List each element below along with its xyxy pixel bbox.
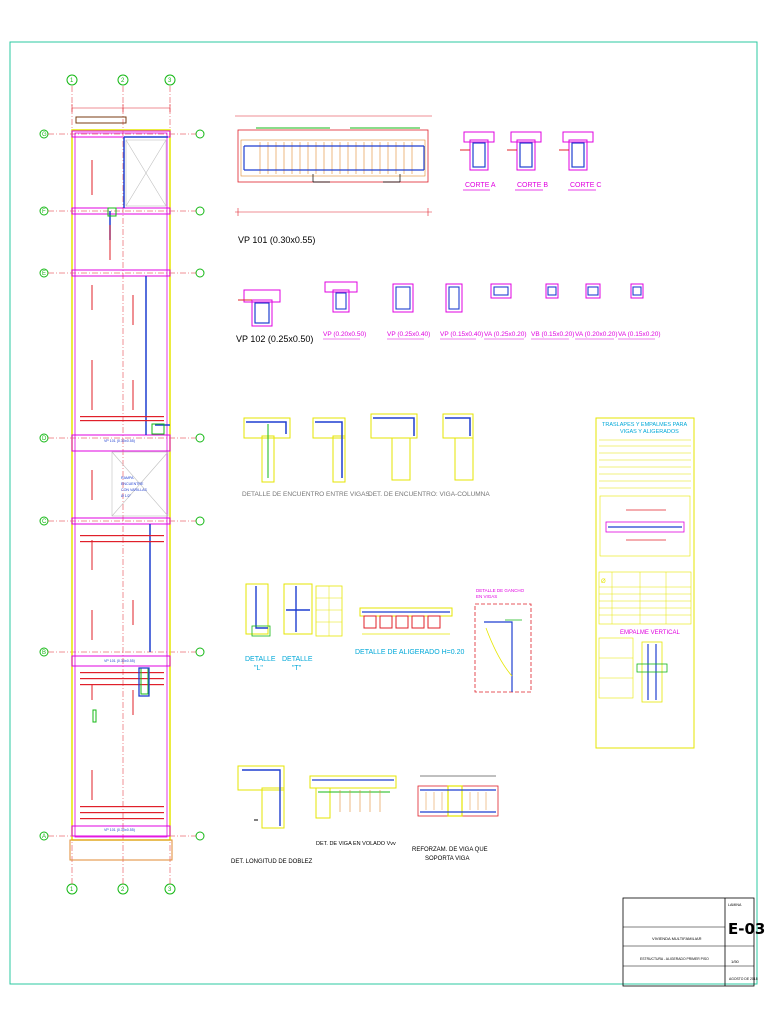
detail-reforzamiento (417, 775, 499, 817)
sheet-border (9, 41, 758, 985)
section-label-5: VB (0.15x0.20) (531, 331, 574, 338)
detail-volado (309, 775, 397, 819)
plan-columns (92, 207, 165, 723)
plan-rebar-red (91, 160, 134, 800)
axis-bubbles-bottom: 1 2 3 (66, 883, 176, 895)
corte-a-label: CORTE A (465, 182, 496, 189)
corte-c-label: CORTE C (570, 182, 601, 189)
plan-top-dimension (71, 104, 171, 112)
beam-tag-d: VP 101 (0.30x0.55) (104, 439, 135, 443)
axis-bubbles-top: 1 2 3 (66, 74, 176, 86)
axis-label-a: A (42, 834, 46, 840)
axis-label-2: 2 (121, 78, 125, 84)
vp101-title: VP 101 (0.30x0.55) (238, 235, 315, 245)
plan-note-line-1: RAMPA (121, 476, 134, 480)
section-label-7: VA (0.15x0.20) (618, 331, 661, 338)
plan-beam-tags: VP 101 (0.30x0.55) VP 101 (0.30x0.55) VP… (104, 439, 135, 832)
axis-label-3: 3 (168, 78, 172, 84)
sheet-date: AGOSTO DE 2018 (729, 977, 758, 981)
empalme-vertical-title: EMPALME VERTICAL (620, 630, 680, 636)
section-label-4: VA (0.25x0.20) (484, 331, 527, 338)
axis-label-d: D (42, 436, 47, 442)
beam-cross-sections-abc: CORTE A CORTE B CORTE C (460, 131, 601, 191)
axis-label-e: E (42, 271, 46, 277)
detail-reforzam-label-2: SOPORTA VIGA (425, 856, 469, 862)
detail-longitud-doblez-label: DET. LONGITUD DE DOBLEZ (231, 859, 313, 865)
axis-label-1-bottom: 1 (70, 887, 74, 893)
traslapes-table: TRASLAPES Y EMPALMES PARA VIGAS Y ALIGER… (595, 417, 695, 749)
beam-tag-b: VP 101 (0.30x0.55) (104, 659, 135, 663)
drawing-name: ESTRUCTURA - ALIGERADO PRIMER PISO (640, 957, 709, 961)
detail-encuentro-columna-label: DET. DE ENCUENTRO: VIGA-COLUMNA (368, 491, 490, 498)
plan-blue-posts (138, 667, 150, 697)
detail-aligerado (359, 607, 453, 635)
axis-label-b: B (42, 650, 46, 656)
axis-bubbles-right (195, 129, 205, 841)
section-label-2: VP (0.25x0.40) (387, 331, 430, 338)
detail-l-t (245, 583, 343, 637)
sheet-label: LAMINA (728, 903, 742, 907)
plan-openings (111, 139, 169, 517)
plan-bottom-strip (69, 839, 173, 861)
section-label-3: VP (0.15x0.40) (440, 331, 483, 338)
plan-note: RAMPA ENCUENTRE CON VARILLAS Ø 1/2" (121, 476, 147, 498)
axis-label-3-bottom: 3 (168, 887, 172, 893)
detail-aligerado-label: DETALLE DE ALIGERADO H=0.20 (355, 649, 464, 656)
detalle-t-label-2: "T" (292, 665, 302, 672)
detail-encuentro-vigas (243, 417, 346, 483)
floor-plan: 1 2 3 1 2 3 G F E D C B A (39, 74, 205, 895)
axis-label-1: 1 (70, 78, 74, 84)
corte-b-label: CORTE B (517, 182, 548, 189)
detail-gancho-label-1: DETALLE DE GANCHO (476, 588, 525, 593)
beam-tag-a: VP 101 (0.30x0.55) (104, 828, 135, 832)
axis-label-f: F (42, 209, 46, 215)
axis-bubbles-left: G F E D C B A (39, 129, 49, 841)
detail-gancho (474, 603, 532, 693)
plan-dotted-bands (80, 416, 164, 820)
phi-symbol: Ø (601, 579, 606, 585)
axis-label-c: C (42, 519, 47, 525)
axis-label-g: G (42, 132, 47, 138)
sheet-number: E-03 (728, 920, 765, 938)
beam-sections-row: VP (0.20x0.50) VP (0.25x0.40) VP (0.15x0… (323, 281, 661, 340)
plan-note-line-3: CON VARILLAS (121, 488, 147, 492)
plan-note-line-4: Ø 1/2" (121, 494, 132, 498)
plan-outline-inner (74, 132, 168, 838)
detalle-l-label-2: "L" (254, 665, 263, 672)
plan-note-line-2: ENCUENTRE (121, 482, 144, 486)
project-name: VIVIENDA MULTIFAMILIAR (652, 936, 702, 941)
detail-encuentro-columna (370, 413, 474, 481)
title-block: LAMINA E-03 VIVIENDA MULTIFAMILIAR ESTRU… (622, 897, 765, 987)
plan-beams (71, 130, 171, 837)
traslapes-title-2: VIGAS Y ALIGERADOS (620, 429, 679, 435)
axis-label-2-bottom: 2 (121, 887, 125, 893)
vp102-title: VP 102 (0.25x0.50) (236, 334, 313, 344)
detail-encuentro-vigas-label: DETALLE DE ENCUENTRO ENTRE VIGAS (242, 491, 370, 498)
detail-longitud-doblez (237, 765, 285, 829)
detalle-t-label-1: DETALLE (282, 656, 313, 663)
detalle-l-label-1: DETALLE (245, 656, 276, 663)
sheet-scale: 1/50 (731, 959, 740, 964)
detail-reforzam-label-1: REFORZAM. DE VIGA QUE (412, 847, 488, 853)
vp102-section (238, 289, 281, 327)
vp101-elevation (235, 115, 432, 216)
detail-gancho-label-2: EN VIGAS (476, 594, 497, 599)
traslapes-title-1: TRASLAPES Y EMPALMES PARA (602, 422, 688, 428)
section-label-1: VP (0.20x0.50) (323, 331, 366, 338)
plan-top-strip (75, 116, 127, 124)
section-label-6: VA (0.20x0.20) (575, 331, 618, 338)
detail-volado-label: DET. DE VIGA EN VOLADO Vvv (316, 841, 396, 847)
